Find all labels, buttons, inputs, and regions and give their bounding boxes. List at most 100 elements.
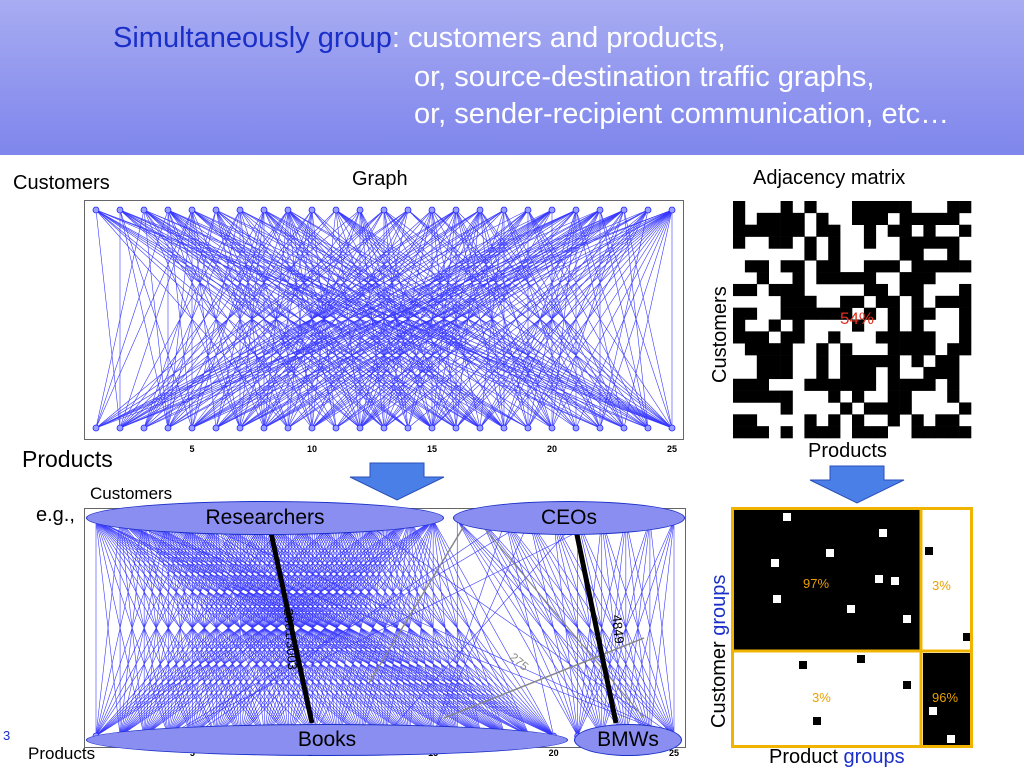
customer-node	[524, 206, 532, 214]
matrix-cell	[733, 426, 746, 439]
customer-node	[116, 206, 124, 214]
matrix-cell	[911, 343, 924, 356]
matrix-cell	[744, 260, 758, 273]
matrix-cell	[875, 201, 888, 214]
matrix-cell	[756, 366, 769, 380]
matrix-cell	[899, 378, 912, 391]
matrix-cell	[852, 272, 865, 285]
matrix-cell	[887, 260, 900, 273]
matrix-cell	[768, 355, 781, 368]
matrix-title: Adjacency matrix	[753, 167, 906, 189]
matrix-cell	[899, 390, 912, 403]
product-node	[212, 424, 220, 432]
matrix-cell	[804, 295, 817, 308]
matrix-cell	[947, 248, 960, 261]
x-tick-label: 25	[667, 444, 677, 454]
matrix-cell	[733, 319, 746, 332]
matrix-cell	[947, 343, 960, 356]
matrix-cell	[840, 295, 853, 308]
matrix-cell	[899, 331, 912, 344]
matrix-cell	[828, 248, 841, 261]
matrix-cell	[887, 343, 900, 356]
product-node	[668, 424, 676, 432]
group-researchers: Researchers	[86, 501, 444, 535]
matrix-cell	[947, 236, 960, 249]
matrix-cell	[935, 366, 948, 380]
matrix-cell	[863, 201, 877, 214]
matrix-cell	[816, 426, 829, 439]
matrix-cell	[816, 378, 829, 391]
matrix-cell	[744, 426, 758, 439]
matrix-y-label: Customers	[709, 286, 731, 383]
matrix-cell	[947, 295, 960, 308]
matrix-cell	[780, 260, 793, 273]
matrix-cell	[733, 201, 746, 214]
customer-node	[428, 206, 436, 214]
matrix-cell	[911, 426, 924, 439]
matrix-cell	[947, 378, 960, 391]
matrix-cell	[887, 366, 900, 380]
matrix-x-label: Products	[808, 440, 887, 462]
product-node	[500, 424, 508, 432]
x-tick-label: 15	[427, 444, 437, 454]
matrix-cell	[780, 366, 793, 380]
matrix-cell	[887, 224, 900, 237]
matrix-cell	[911, 355, 924, 368]
matrix-cell	[744, 283, 758, 297]
customer-node	[548, 206, 556, 214]
matrix-cell	[792, 319, 805, 332]
matrix-cell	[959, 201, 972, 214]
x-tick-label: 10	[307, 444, 317, 454]
matrix-cell	[768, 236, 781, 249]
matrix-cell	[887, 390, 900, 403]
matrix-cell	[828, 331, 841, 344]
block-bottom-right	[923, 653, 971, 746]
matrix-cell	[804, 414, 817, 427]
matrix-cell	[733, 212, 746, 225]
matrix-cell	[804, 378, 817, 391]
matrix-cell	[852, 295, 865, 308]
customer-node	[92, 206, 100, 214]
matrix-cell	[863, 366, 877, 380]
matrix-cell	[875, 402, 888, 415]
matrix-cell	[875, 283, 888, 297]
matrix-cell	[756, 272, 769, 285]
matrix-cell	[756, 426, 769, 439]
matrix-cell	[768, 343, 781, 356]
pct-top-left: 97%	[803, 576, 830, 591]
matrix-cell	[828, 390, 841, 403]
product-node	[428, 424, 436, 432]
matrix-cell	[863, 402, 877, 415]
matrix-cell	[911, 212, 924, 225]
matrix-cell	[744, 343, 758, 356]
matrix-cell	[792, 307, 805, 320]
matrix-cell	[828, 307, 841, 320]
matrix-cell	[887, 414, 900, 427]
group-books: Books	[86, 724, 568, 756]
block-top-left	[733, 509, 921, 651]
matrix-cell	[863, 307, 877, 320]
matrix-cell	[935, 236, 948, 249]
matrix-cell	[863, 426, 877, 439]
matrix-cell	[733, 390, 746, 403]
matrix-cell	[804, 426, 817, 439]
matrix-cell	[816, 307, 829, 320]
product-node	[356, 424, 364, 432]
adjacency-matrix	[733, 201, 972, 439]
down-arrow-icon	[809, 465, 905, 504]
product-node	[140, 424, 148, 432]
grouped-adjacency-matrix	[731, 507, 973, 748]
x-tick-label: 5	[189, 444, 194, 454]
matrix-cell	[911, 283, 924, 297]
matrix-cell	[852, 201, 865, 214]
matrix-cell	[780, 355, 793, 368]
matrix-cell	[887, 378, 900, 391]
customer-node	[164, 206, 172, 214]
matrix-cell	[733, 414, 746, 427]
matrix-cell	[863, 224, 877, 237]
matrix-cell	[840, 378, 853, 391]
matrix-cell	[899, 343, 912, 356]
matrix-cell	[792, 272, 805, 285]
matrix-cell	[852, 414, 865, 427]
slide-number: 3	[3, 728, 11, 743]
